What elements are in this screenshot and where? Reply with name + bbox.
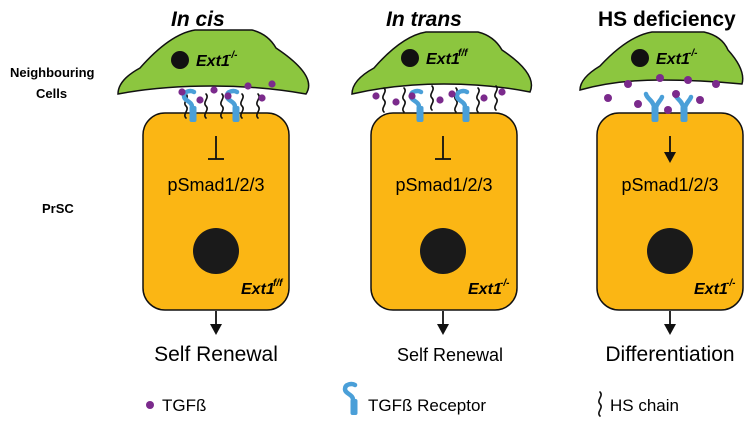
outcome-label: Differentiation — [605, 343, 734, 366]
prsc-nucleus — [193, 228, 239, 274]
tgfb-ligand-icon — [664, 106, 672, 114]
neighbour-cell — [117, 29, 310, 95]
panel-in-cis: In cis Ext1 -/- pSmad1/2/3 Ext1 — [117, 8, 310, 366]
panel-hs-deficiency: HS deficiency Ext1 -/- pSmad1/2/3 Ext1 -… — [579, 8, 744, 366]
tgfb-ligand-icon — [224, 92, 232, 100]
outcome-arrow-icon — [437, 311, 449, 335]
tgfb-ligand-icon — [624, 80, 632, 88]
neighbour-nucleus — [401, 49, 419, 67]
tgfb-ligand-icon — [244, 82, 252, 90]
hs-chain-icon — [402, 87, 406, 113]
neighbour-gene: Ext1 — [196, 53, 230, 70]
prsc-gene: Ext1 — [694, 281, 728, 298]
hs-chain-icon — [476, 87, 480, 113]
tgfb-ligand-icon — [268, 80, 276, 88]
psmad-label: pSmad1/2/3 — [621, 175, 718, 195]
legend: TGFß TGFß Receptor HS chain — [146, 384, 679, 416]
tgfb-ligand-icon — [196, 96, 204, 104]
psmad-label: pSmad1/2/3 — [167, 175, 264, 195]
panel-in-trans: In trans Ext1 f/f pSmad1/2/3 Ext1 -/- — [351, 8, 533, 365]
prsc-nucleus — [420, 228, 466, 274]
hs-chain-icon — [382, 87, 386, 113]
tgfb-ligand-icon — [392, 98, 400, 106]
psmad-label: pSmad1/2/3 — [395, 175, 492, 195]
tgfb-ligand-icon — [178, 88, 186, 96]
tgfb-ligand-icon — [684, 76, 692, 84]
tgfb-receptor-icon — [345, 384, 358, 415]
inhibition-icon — [435, 136, 451, 160]
neighbour-gene-sup: f/f — [458, 48, 469, 59]
hs-chain-icon — [494, 85, 498, 111]
outcome-label: Self Renewal — [397, 345, 503, 365]
neighbouring-label-line2: Cells — [36, 86, 67, 101]
tgfb-ligand-icon — [258, 94, 266, 102]
tgfb-ligand-icon — [672, 90, 680, 98]
prsc-label: PrSC — [42, 201, 74, 216]
tgfb-ligand-icon — [696, 96, 704, 104]
outcome-label: Self Renewal — [154, 343, 278, 366]
panel-heading: HS deficiency — [598, 8, 736, 31]
prsc-cell — [370, 112, 518, 311]
tgfb-ligand-icon — [408, 92, 416, 100]
activation-arrow-icon — [664, 136, 676, 163]
tgfb-ligand-icon — [372, 92, 380, 100]
tgfb-ligand-icon — [604, 94, 612, 102]
neighbour-nucleus — [631, 49, 649, 67]
tgfb-ligand-icon — [210, 86, 218, 94]
tgfb-ligand-icon — [712, 80, 720, 88]
legend-label: TGFß Receptor — [368, 396, 486, 415]
prsc-gene-sup: -/- — [726, 278, 736, 289]
outcome-arrow-icon — [210, 311, 222, 335]
panel-heading: In cis — [171, 8, 225, 31]
neighbour-gene-sup: -/- — [688, 48, 698, 59]
tgfb-ligand-icon — [498, 88, 506, 96]
tgfb-ligand-icon — [436, 96, 444, 104]
legend-label: HS chain — [610, 396, 679, 415]
prsc-gene: Ext1 — [468, 281, 502, 298]
tgfb-ligand-icon — [448, 90, 456, 98]
prsc-cell — [142, 112, 290, 311]
legend-label: TGFß — [162, 396, 206, 415]
prsc-gene: Ext1 — [241, 281, 275, 298]
neighbouring-label-line1: Neighbouring — [10, 65, 95, 80]
tgfb-ligand-icon — [146, 401, 154, 409]
outcome-arrow-icon — [664, 311, 676, 335]
tgfb-ligand-icon — [634, 100, 642, 108]
inhibition-icon — [208, 136, 224, 160]
tgfb-ligand-icon — [656, 74, 664, 82]
neighbour-gene: Ext1 — [656, 51, 690, 68]
neighbour-gene: Ext1 — [426, 51, 460, 68]
tgfb-ligand-icon — [480, 94, 488, 102]
neighbour-cell — [351, 31, 533, 95]
prsc-nucleus — [647, 228, 693, 274]
neighbour-gene-sup: -/- — [228, 50, 238, 61]
hs-chain-icon — [430, 85, 434, 111]
hs-chain-icon — [598, 391, 602, 417]
prsc-gene-sup: -/- — [500, 278, 510, 289]
prsc-gene-sup: f/f — [273, 278, 284, 289]
neighbour-nucleus — [171, 51, 189, 69]
panel-heading: In trans — [386, 8, 462, 31]
